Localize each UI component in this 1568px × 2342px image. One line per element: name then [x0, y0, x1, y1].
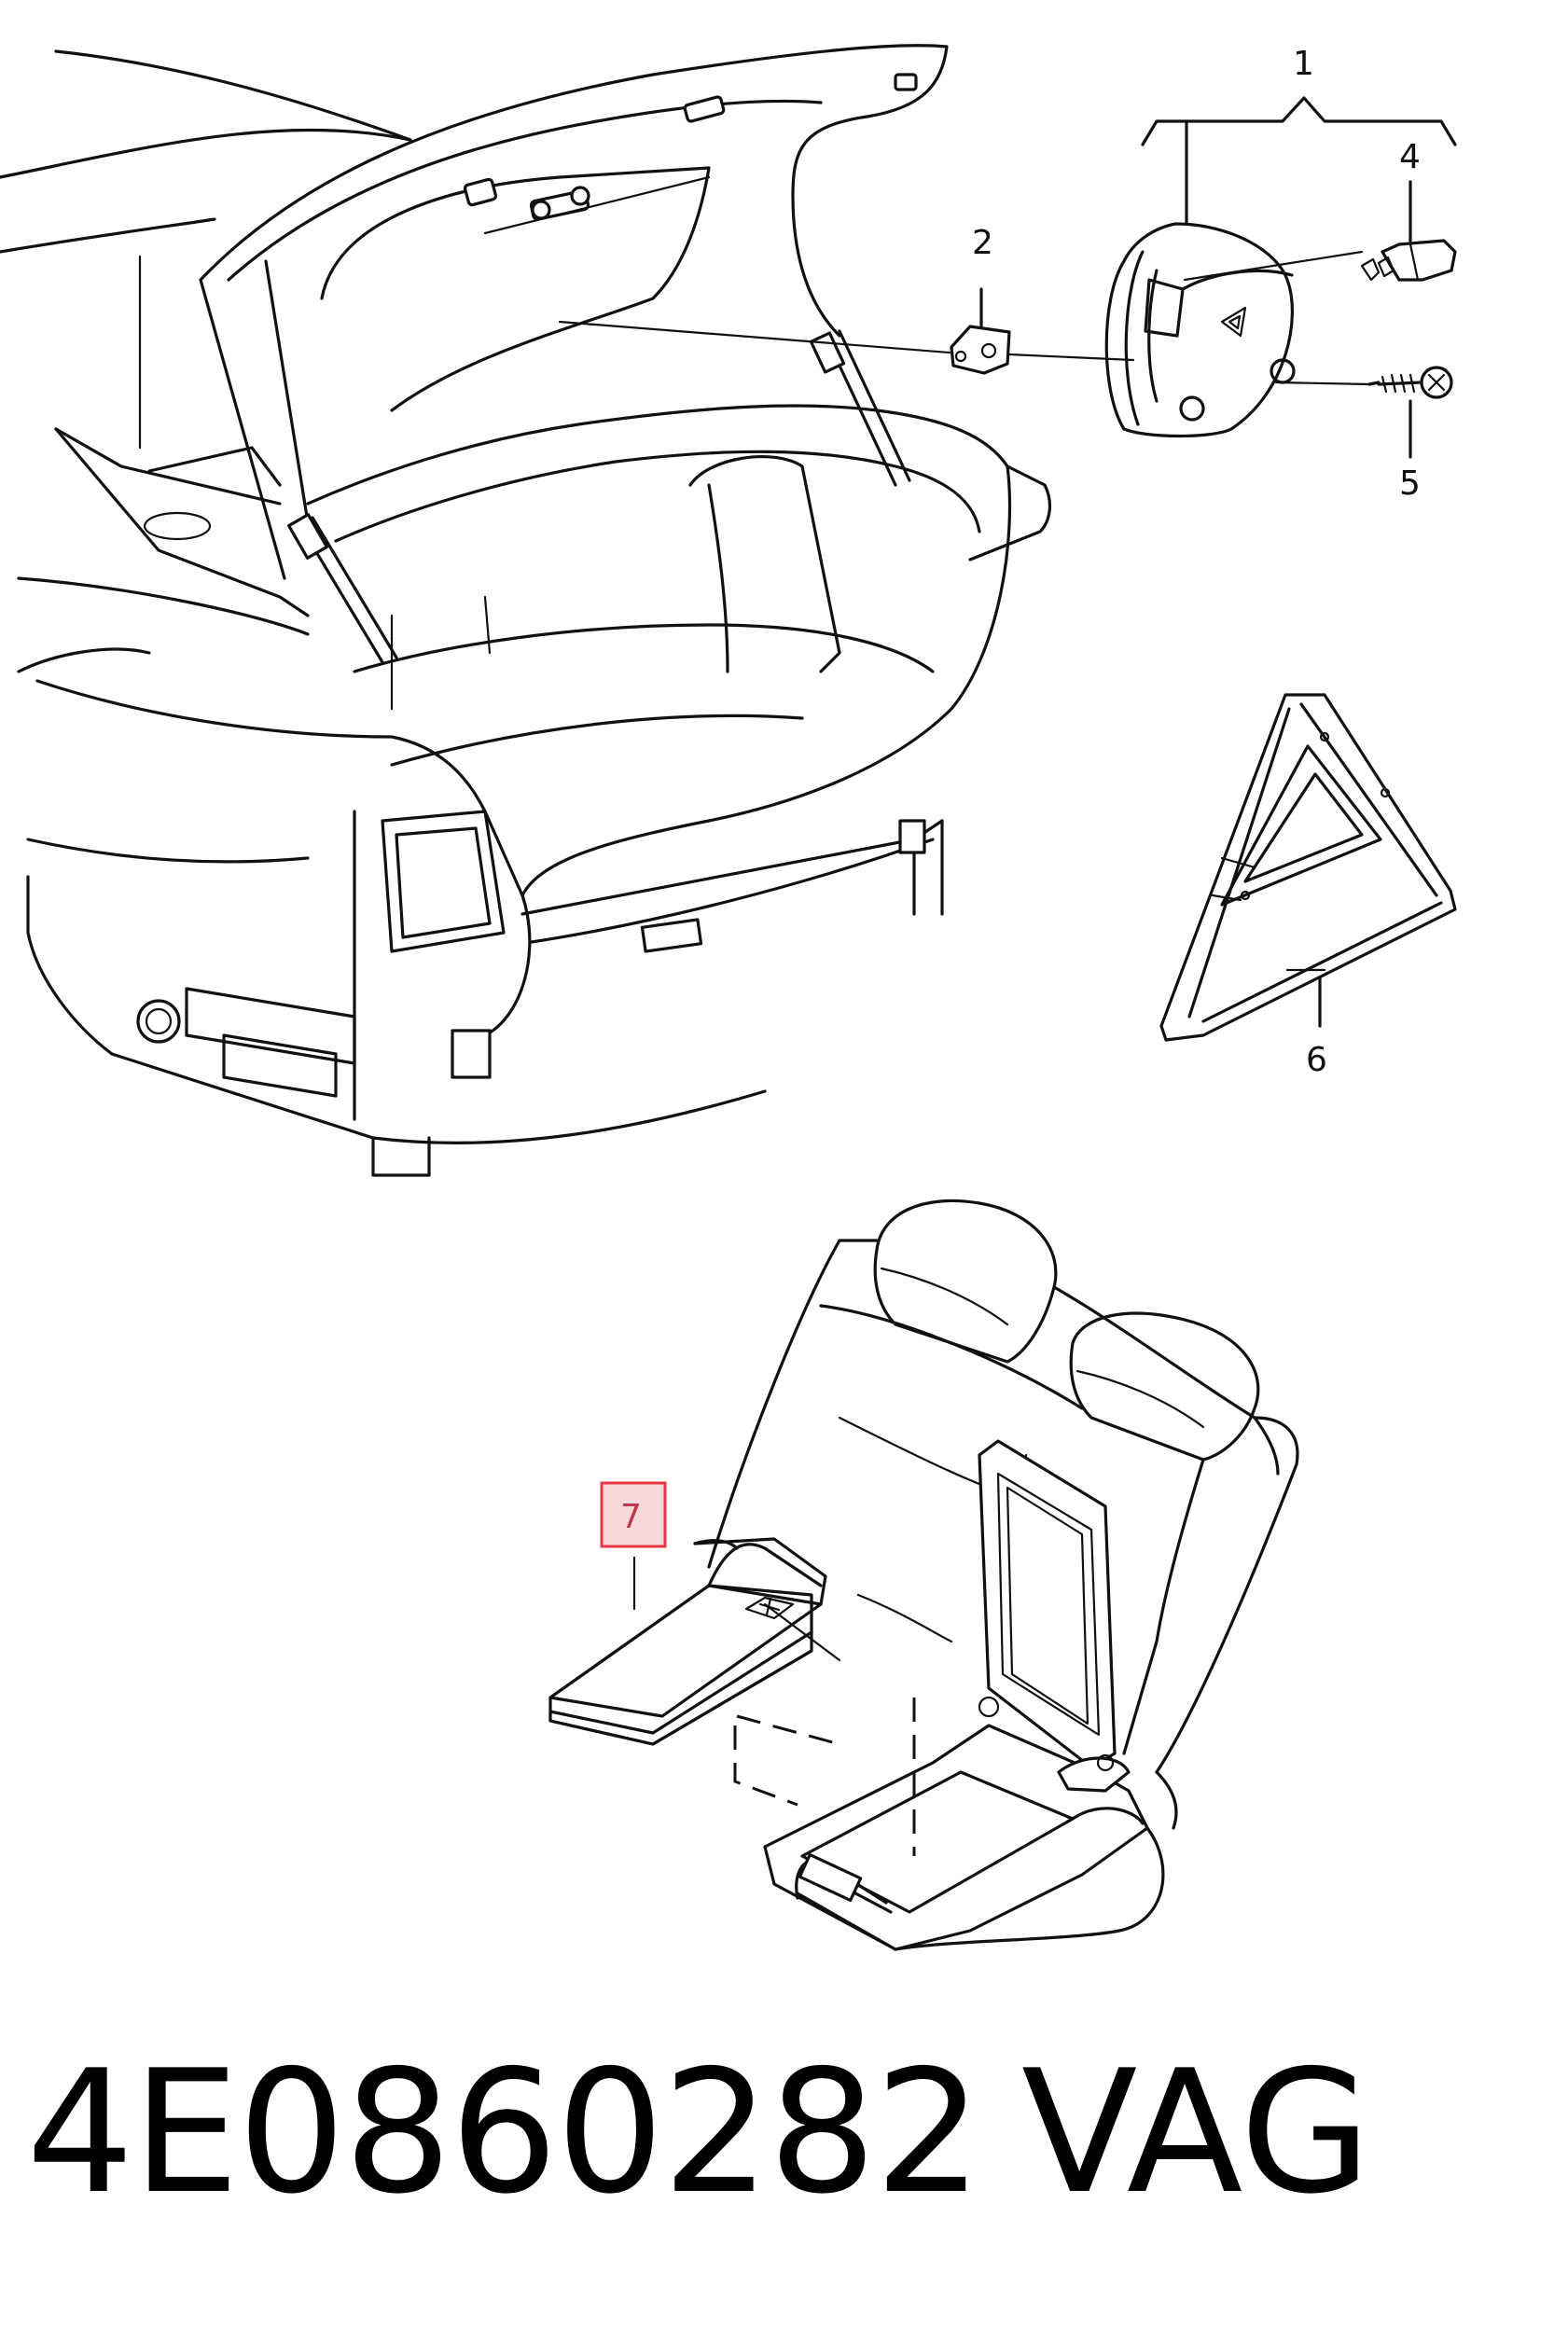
brand-label: VAG: [1021, 2033, 1372, 2231]
screw-part-5: [1367, 366, 1453, 399]
car-trunk-illustration: [0, 44, 1052, 1177]
expanding-nut-part-4: [1360, 239, 1457, 282]
rear-seat-illustration: [707, 1199, 1299, 1951]
callout-5: 5: [1399, 464, 1421, 503]
clip-part-2: [950, 325, 1011, 375]
lower-leader-lines: [632, 1556, 916, 1856]
part-number-label: 4E0860282: [26, 2033, 982, 2231]
first-aid-kit-part-7: [548, 1537, 827, 1746]
warning-triangle-part-6: [1159, 693, 1457, 1042]
callout-1: 1: [1293, 45, 1314, 83]
callouts: 1 2 4 5 6 7: [600, 45, 1421, 1548]
upper-leader-lines: [558, 96, 1457, 1028]
callout-7: 7: [620, 1498, 642, 1536]
callout-4: 4: [1399, 138, 1421, 176]
callout-2: 2: [972, 224, 993, 262]
callout-6: 6: [1306, 1041, 1327, 1079]
triangle-holder-bracket: [1104, 222, 1296, 438]
callout-7-highlight-box: [600, 1481, 667, 1548]
